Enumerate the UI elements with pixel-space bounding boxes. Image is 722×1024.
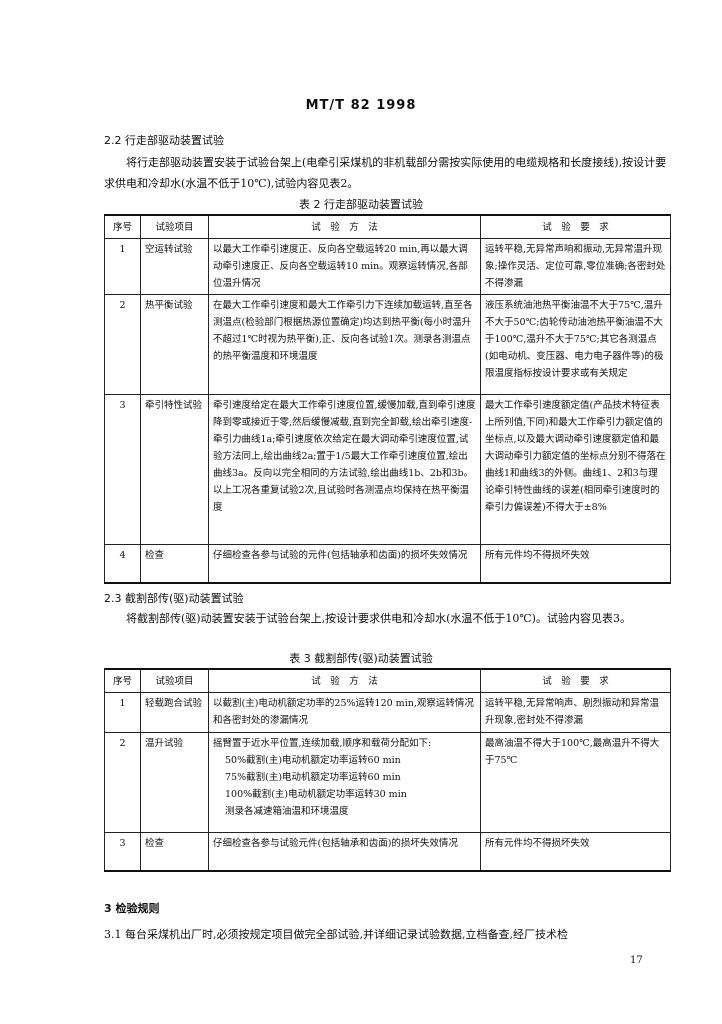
cell-method: 以截割(主)电动机额定功率的25%运转120 min,观察运转情况和各密封处的渗… bbox=[208, 692, 481, 733]
header-no: 序号 bbox=[104, 668, 141, 693]
cell-method: 摇臂置于近水平位置,连续加载,顺序和载荷分配如下: 50%截割(主)电动机额定功… bbox=[208, 732, 481, 833]
cell-item: 温升试验 bbox=[140, 732, 209, 833]
cell-no: 2 bbox=[104, 294, 141, 395]
page-header: MT/T 82 1998 bbox=[305, 98, 417, 113]
table-row: 2 温升试验 摇臂置于近水平位置,连续加载,顺序和载荷分配如下: 50%截割(主… bbox=[104, 732, 671, 833]
method-line: 测录各减速箱油温和环境温度 bbox=[225, 806, 349, 817]
cell-item: 热平衡试验 bbox=[140, 294, 209, 395]
cell-method: 仔细检查各参与试验元件(包括轴承和齿面)的损坏失效情况 bbox=[208, 832, 481, 871]
cell-no: 4 bbox=[104, 544, 141, 583]
section-2-2-paragraph: 将行走部驱动装置安装于试验台架上(电牵引采煤机的非机载部分需按实际使用的电缆规格… bbox=[104, 156, 667, 190]
page-number: 17 bbox=[630, 955, 643, 966]
method-intro: 摇臂置于近水平位置,连续加载,顺序和载荷分配如下: bbox=[213, 738, 432, 749]
cell-item: 轻载跑合试验 bbox=[140, 692, 209, 733]
header-requirement: 试 验 要 求 bbox=[480, 668, 671, 693]
cell-item: 检查 bbox=[140, 544, 209, 583]
table-row: 1 空运转试验 以最大工作牵引速度正、反向各空载运转20 min,再以最大调动牵… bbox=[104, 238, 671, 295]
section-2-3-title: 2.3 截割部传(驱)动装置试验 bbox=[104, 592, 244, 605]
header-method: 试 验 方 法 bbox=[208, 214, 481, 239]
table-row: 3 牵引特性试验 牵引速度给定在最大工作牵引速度位置,缓慢加载,直到牵引速度降到… bbox=[104, 394, 671, 545]
table-row: 4 检查 仔细检查各参与试验的元件(包括轴承和齿面)的损坏失效情况 所有元件均不… bbox=[104, 544, 671, 583]
cell-no: 1 bbox=[104, 238, 141, 295]
header-no: 序号 bbox=[104, 214, 141, 239]
table-row: 2 热平衡试验 在最大工作牵引速度和最大工作牵引力下连续加载运转,直至各测温点(… bbox=[104, 294, 671, 395]
cell-requirement: 最大工作牵引速度额定值(产品技术特征表上所列值,下同)和最大工作牵引力额定值的坐… bbox=[480, 394, 671, 545]
cell-no: 2 bbox=[104, 732, 141, 833]
cell-item: 牵引特性试验 bbox=[140, 394, 209, 545]
cell-requirement: 所有元件均不得损坏失效 bbox=[480, 544, 671, 583]
section-2-3-paragraph: 将截割部传(驱)动装置安装于试验台架上,按设计要求供电和冷却水(水温不低于10℃… bbox=[126, 612, 631, 625]
table-3-caption: 表 3 截割部传(驱)动装置试验 bbox=[289, 652, 433, 665]
cell-method: 牵引速度给定在最大工作牵引速度位置,缓慢加载,直到牵引速度降到零或接近于零,然后… bbox=[208, 394, 481, 545]
cell-method: 仔细检查各参与试验的元件(包括轴承和齿面)的损坏失效情况 bbox=[208, 544, 481, 583]
section-2-2-title: 2.2 行走部驱动装置试验 bbox=[104, 134, 224, 147]
cell-requirement: 液压系统油池热平衡油温不大于75℃,温升不大于50℃;齿轮传动油池热平衡油温不大… bbox=[480, 294, 671, 395]
header-method: 试 验 方 法 bbox=[208, 668, 481, 693]
method-line: 100%截割(主)电动机额定功率运转30 min bbox=[225, 789, 407, 800]
cell-method: 在最大工作牵引速度和最大工作牵引力下连续加载运转,直至各测温点(检验部门根据热源… bbox=[208, 294, 481, 395]
header-item: 试验项目 bbox=[140, 668, 209, 693]
method-line: 50%截割(主)电动机额定功率运转60 min bbox=[225, 755, 401, 766]
method-line: 75%截割(主)电动机额定功率运转60 min bbox=[225, 772, 401, 783]
cell-no: 3 bbox=[104, 394, 141, 545]
table-2-caption: 表 2 行走部驱动装置试验 bbox=[299, 198, 423, 211]
cell-requirement: 所有元件均不得损坏失效 bbox=[480, 832, 671, 871]
table-3: 序号 试验项目 试 验 方 法 试 验 要 求 1 轻载跑合试验 以截割(主)电… bbox=[104, 668, 671, 872]
section-3-title: 3 检验规则 bbox=[104, 902, 160, 915]
cell-item: 空运转试验 bbox=[140, 238, 209, 295]
cell-requirement: 运转平稳,无异常响声、剧烈振动和异常温升现象,密封处不得渗漏 bbox=[480, 692, 671, 733]
cell-no: 3 bbox=[104, 832, 141, 871]
header-requirement: 试 验 要 求 bbox=[480, 214, 671, 239]
table-row: 1 轻载跑合试验 以截割(主)电动机额定功率的25%运转120 min,观察运转… bbox=[104, 692, 671, 733]
table-row: 3 检查 仔细检查各参与试验元件(包括轴承和齿面)的损坏失效情况 所有元件均不得… bbox=[104, 832, 671, 871]
header-item: 试验项目 bbox=[140, 214, 209, 239]
cell-item: 检查 bbox=[140, 832, 209, 871]
table-2: 序号 试验项目 试 验 方 法 试 验 要 求 1 空运转试验 以最大工作牵引速… bbox=[104, 214, 671, 584]
section-3-1-text: 3.1 每台采煤机出厂时,必须按规定项目做完全部试验,并详细记录试验数据,立档备… bbox=[104, 928, 568, 941]
cell-no: 1 bbox=[104, 692, 141, 733]
cell-requirement: 最高油温不得大于100℃,最高温升不得大于75℃ bbox=[480, 732, 671, 833]
table-header-row: 序号 试验项目 试 验 方 法 试 验 要 求 bbox=[104, 214, 671, 239]
cell-requirement: 运转平稳,无异常声响和振动,无异常温升现象;操作灵活、定位可靠,零位准确;各密封… bbox=[480, 238, 671, 295]
cell-method: 以最大工作牵引速度正、反向各空载运转20 min,再以最大调动牵引速度正、反向各… bbox=[208, 238, 481, 295]
table-header-row: 序号 试验项目 试 验 方 法 试 验 要 求 bbox=[104, 668, 671, 693]
